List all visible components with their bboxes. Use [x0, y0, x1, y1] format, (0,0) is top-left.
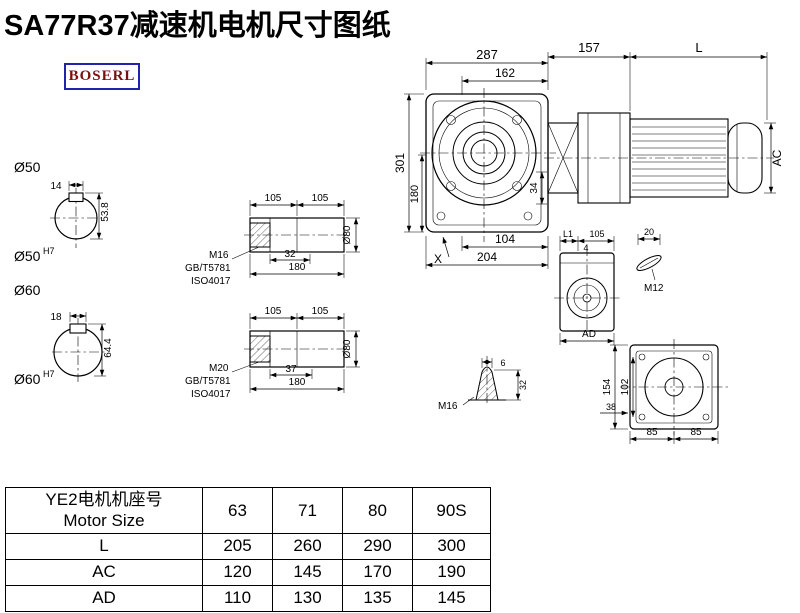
dim-180-left: 180 — [409, 185, 421, 203]
dim-6: 6 — [500, 358, 505, 368]
col-header-71: 71 — [272, 487, 343, 534]
dim-157: 157 — [578, 40, 600, 55]
table-header-row: YE2电机机座号 Motor Size 63 71 80 90S — [5, 487, 491, 534]
dim-287: 287 — [476, 47, 498, 62]
header-cn: YE2电机机座号 — [45, 490, 163, 509]
col-header-80: 80 — [342, 487, 413, 534]
dim-154: 154 — [602, 378, 613, 395]
thread-label: M20 — [209, 363, 229, 374]
cell-L-80: 290 — [342, 532, 413, 560]
fan-cover — [727, 122, 763, 194]
label-d60h7: Ø60 — [14, 371, 41, 387]
keyway-60 — [69, 323, 87, 334]
dim-301: 301 — [393, 153, 407, 173]
dim-53-8: 53.8 — [100, 202, 111, 222]
shaft-end-cone-detail: 6 32 M16 — [438, 356, 528, 412]
dim-32: 32 — [518, 380, 528, 390]
dim-102: 102 — [620, 378, 631, 395]
std-iso: ISO4017 — [191, 276, 231, 287]
dim-85b: 85 — [690, 427, 702, 438]
dim-32: 32 — [284, 249, 296, 260]
key-detail: 20 M12 — [636, 227, 664, 294]
dim-AD: AD — [582, 329, 596, 340]
shaft-detail-lower: 105 105 M20 GB/T5781 ISO4017 37 180 Ø80 — [185, 306, 360, 400]
thread-m16: M16 — [438, 401, 458, 412]
cell-L-90s: 300 — [412, 532, 491, 560]
motor-size-table: YE2电机机座号 Motor Size 63 71 80 90S L 205 2… — [5, 487, 491, 612]
cell-AC-71: 145 — [272, 558, 343, 586]
dim-162: 162 — [495, 66, 515, 80]
dim-105a: 105 — [265, 306, 282, 317]
dim-d80: Ø80 — [342, 225, 353, 244]
dim-X: X — [434, 252, 442, 266]
key-shape — [636, 255, 662, 271]
std-gb: GB/T5781 — [185, 263, 231, 274]
dim-37: 37 — [285, 364, 297, 375]
dim-38: 38 — [606, 402, 616, 412]
cell-AD-63: 110 — [202, 584, 273, 612]
dim-L1: L1 — [563, 229, 573, 239]
label-d50h7: Ø50 — [14, 248, 41, 264]
output-side-view: L1 105 4 AD — [554, 229, 620, 345]
page-title: SA77R37减速机电机尺寸图纸 — [4, 10, 391, 42]
dim-18: 18 — [50, 312, 62, 323]
end-view-body — [629, 344, 719, 430]
dim-105a: 105 — [265, 193, 282, 204]
side-view-body — [559, 252, 615, 332]
motor-size-header-cell: YE2电机机座号 Motor Size — [5, 487, 203, 534]
cell-AD-90s: 145 — [412, 584, 491, 612]
row-label-AD: AD — [5, 584, 203, 612]
dim-105b: 105 — [312, 193, 329, 204]
row-label-L: L — [5, 532, 203, 560]
gearbox-housing — [425, 93, 549, 233]
shaft-section-50: Ø50 14 53.8 Ø50 H7 — [14, 159, 111, 264]
boserl-logo-text: BOSERL — [68, 68, 136, 84]
dim-d80: Ø80 — [342, 339, 353, 358]
dim-204: 204 — [477, 250, 497, 264]
label-d50: Ø50 — [14, 159, 41, 175]
dim-64-4: 64.4 — [103, 338, 114, 358]
cell-AC-80: 170 — [342, 558, 413, 586]
label-d50-tol: H7 — [43, 246, 55, 256]
thread-m12: M12 — [644, 283, 664, 294]
dim-34: 34 — [529, 182, 540, 194]
label-d60: Ø60 — [14, 282, 41, 298]
cell-L-63: 205 — [202, 532, 273, 560]
std-iso: ISO4017 — [191, 389, 231, 400]
keyway-50 — [68, 192, 84, 203]
thread-label: M16 — [209, 250, 229, 261]
table-row-AD: AD 110 130 135 145 — [5, 584, 491, 612]
shaft-section-60: Ø60 18 64.4 Ø60 H7 — [14, 282, 114, 387]
dim-180: 180 — [289, 262, 306, 273]
cell-AD-80: 135 — [342, 584, 413, 612]
technical-drawing: 287 162 157 L 301 180 34 AC X — [14, 40, 784, 444]
table-row-AC: AC 120 145 170 190 — [5, 558, 491, 586]
cell-AC-90s: 190 — [412, 558, 491, 586]
dim-104: 104 — [495, 232, 515, 246]
dim-105b: 105 — [312, 306, 329, 317]
col-header-63: 63 — [202, 487, 273, 534]
cell-L-71: 260 — [272, 532, 343, 560]
dim-105: 105 — [589, 229, 604, 239]
dim-85a: 85 — [646, 427, 658, 438]
label-d60-tol: H7 — [43, 369, 55, 379]
cell-AC-63: 120 — [202, 558, 273, 586]
dim-180: 180 — [289, 377, 306, 388]
dim-AC: AC — [770, 149, 784, 166]
dim-14: 14 — [50, 181, 62, 192]
flange-circle — [431, 100, 537, 206]
motor-end-view: 154 102 38 85 85 — [600, 339, 728, 444]
boserl-logo: BOSERL — [64, 63, 140, 90]
dim-4: 4 — [583, 243, 588, 253]
std-gb: GB/T5781 — [185, 376, 231, 387]
dim-20: 20 — [644, 227, 654, 237]
main-assembly-view: 287 162 157 L 301 180 34 AC X — [393, 40, 784, 269]
cell-AD-71: 130 — [272, 584, 343, 612]
header-en: Motor Size — [63, 511, 145, 531]
row-label-AC: AC — [5, 558, 203, 586]
col-header-90s: 90S — [412, 487, 491, 534]
dim-L: L — [695, 40, 702, 55]
table-row-L: L 205 260 290 300 — [5, 532, 491, 560]
shaft-detail-upper: 105 105 M16 GB/T5781 ISO4017 32 180 Ø80 — [185, 193, 360, 287]
